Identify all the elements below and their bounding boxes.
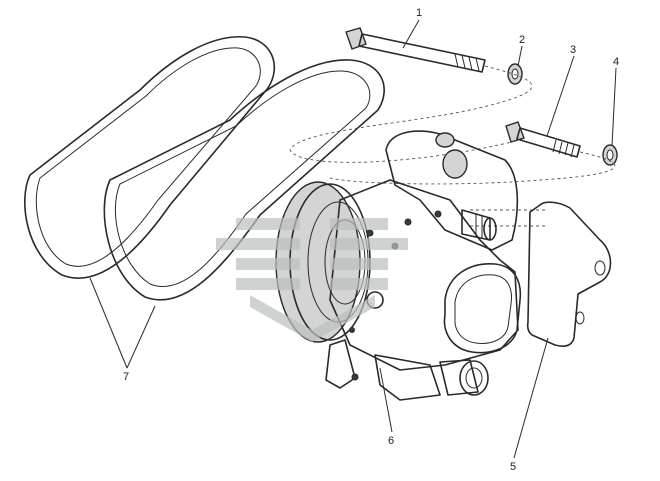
callout-1: 1: [416, 7, 422, 19]
callout-5: 5: [510, 461, 516, 473]
washer-2: [507, 63, 523, 85]
short-bolt: [505, 121, 581, 158]
callout-7: 7: [123, 371, 129, 383]
leader-lines: [89, 19, 617, 459]
pump-assembly: [275, 130, 522, 401]
drive-belt-inner: [103, 59, 385, 301]
long-bolt: [345, 27, 486, 73]
callout-3: 3: [570, 44, 576, 56]
callout-4: 4: [613, 56, 619, 68]
drive-belt-outer: [24, 36, 276, 279]
callout-6: 6: [388, 435, 394, 447]
washer-4: [602, 144, 618, 166]
callout-2: 2: [519, 34, 525, 46]
gasket: [526, 201, 612, 347]
watermark-logo: [216, 218, 408, 342]
